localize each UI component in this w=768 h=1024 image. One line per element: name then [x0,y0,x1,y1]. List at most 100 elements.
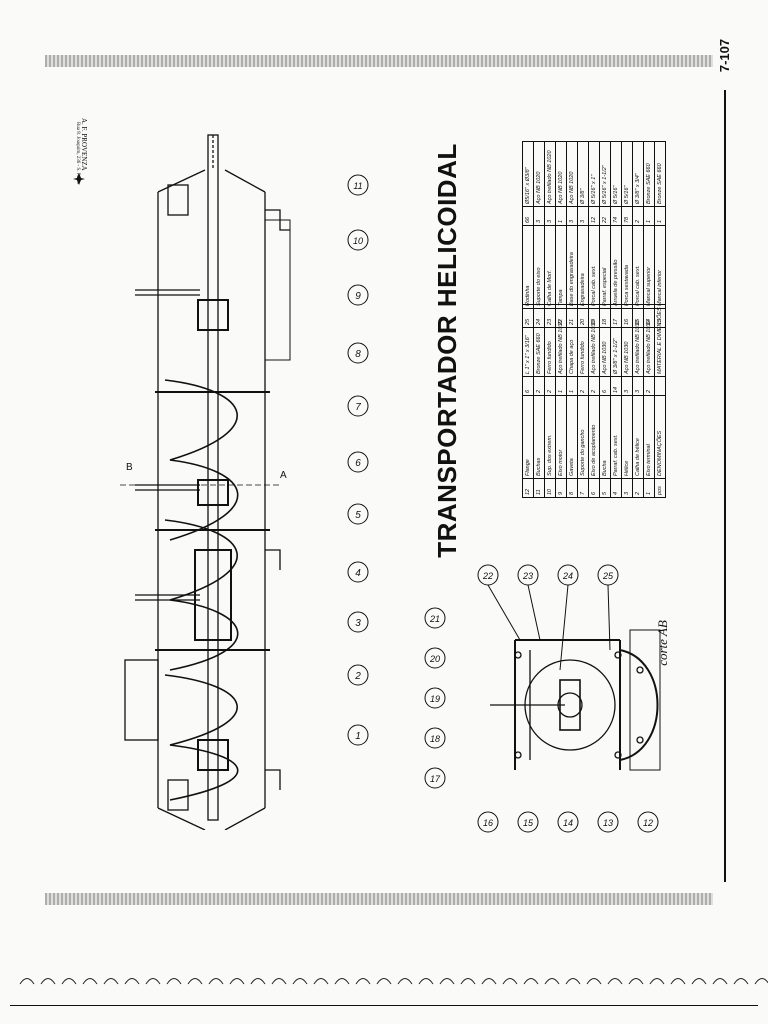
callout-2: 2 [347,664,369,686]
callout-17: 17 [424,767,446,789]
callout-1: 1 [347,724,369,746]
binding-hole [19,978,35,985]
binding-hole [628,978,644,985]
binding-hole [271,978,287,985]
binding-hole [103,978,119,985]
right-margin-rule [724,90,726,882]
bom-cell-qty: 2 [533,376,545,396]
svg-text:20: 20 [429,654,440,664]
bom-cell-qty: 3 [566,206,578,226]
bom-cell-qty: 3 [621,376,633,396]
bom-cell-name: Bucha [599,395,611,479]
cut-mark-a: A [280,470,287,481]
scan-bar-bottom [45,893,713,905]
svg-text:24: 24 [562,571,573,581]
bom-cell-pos: 16 [621,308,633,328]
svg-text:12: 12 [643,818,653,828]
svg-text:22: 22 [482,571,493,581]
svg-text:8: 8 [355,349,361,360]
bom-cell-pos: 11 [533,478,545,498]
callout-24: 24 [557,564,579,586]
callout-13: 13 [597,811,619,833]
company-name: A. F. PROVENZA [80,118,88,171]
bom-cell-name: Hélice [621,395,633,479]
bom-cell-mat: Ø 3/8" [577,141,589,207]
callout-18: 18 [424,727,446,749]
callout-11: 11 [347,174,369,196]
callout-23: 23 [517,564,539,586]
bearing-1 [197,299,229,331]
binding-hole [754,978,768,985]
bom-cell-name: Engraxadeira [577,225,589,309]
bom-cell-qty: 2 [577,376,589,396]
bom-cell-qty: 6 [522,376,534,396]
svg-text:23: 23 [522,571,533,581]
cut-mark-b: B [126,462,133,473]
bom-cell-name: Arruela de pressão [610,225,622,309]
section-label: corte AB [640,620,686,666]
svg-text:11: 11 [353,181,362,191]
binding-hole [565,978,581,985]
bom-cell-mat: Ø 5/16" [610,141,622,207]
svg-text:14: 14 [563,818,573,828]
callout-15: 15 [517,811,539,833]
bom-cell-name: Calha de Morf. [544,225,556,309]
binding-hole [586,978,602,985]
svg-text:25: 25 [602,571,614,581]
bom-cell-pos: 4 [610,478,622,498]
bom-cell-name: Porca sextavada [621,225,633,309]
bom-cell-mat: Ø 3/8" x 3/4" [632,141,644,207]
binding-hole [292,978,308,985]
svg-text:7: 7 [355,402,361,413]
bom-cell-mat: Ø 5/16" x 1-1/2" [599,141,611,207]
svg-text:13: 13 [603,818,613,828]
bom-cell-name: Mancal inferior [654,225,666,309]
binding-hole [670,978,686,985]
bom-cell-mat: Aço NB 1020 [555,141,567,207]
drawing-title: TRANSPORTADOR HELICOIDAL [410,143,470,558]
bom-cell-qty: 1 [643,206,655,226]
drive-shaft [207,134,219,821]
binding-hole [166,978,182,985]
bom-cell-pos: 3 [621,478,633,498]
binding-hole [40,978,56,985]
bom-cell-pos: 13 [654,308,666,328]
bom-cell-qty: 1 [555,376,567,396]
trough-curve [619,649,659,761]
bom-cell-qty: 14 [610,376,622,396]
bom-cell-name: Eixo motor [555,395,567,479]
svg-text:17: 17 [430,774,441,784]
binding-hole [649,978,665,985]
page-number-text: 7-107 [717,38,733,73]
bom-cell-pos: 10 [544,478,556,498]
svg-text:6: 6 [355,458,361,469]
binding-hole [733,978,749,985]
callout-9: 9 [347,284,369,306]
bom-cell-qty: 1 [566,376,578,396]
bom-cell-qty: 22 [599,206,611,226]
bom-cell-name: DENOMINAÇÕES [654,395,666,479]
bom-cell-name: Eixo terminal [643,395,655,479]
binding-hole [607,978,623,985]
svg-text:5: 5 [355,510,361,521]
inlet-chute [124,659,159,741]
bom-cell-name: Porcal cab. sext. [588,225,600,309]
